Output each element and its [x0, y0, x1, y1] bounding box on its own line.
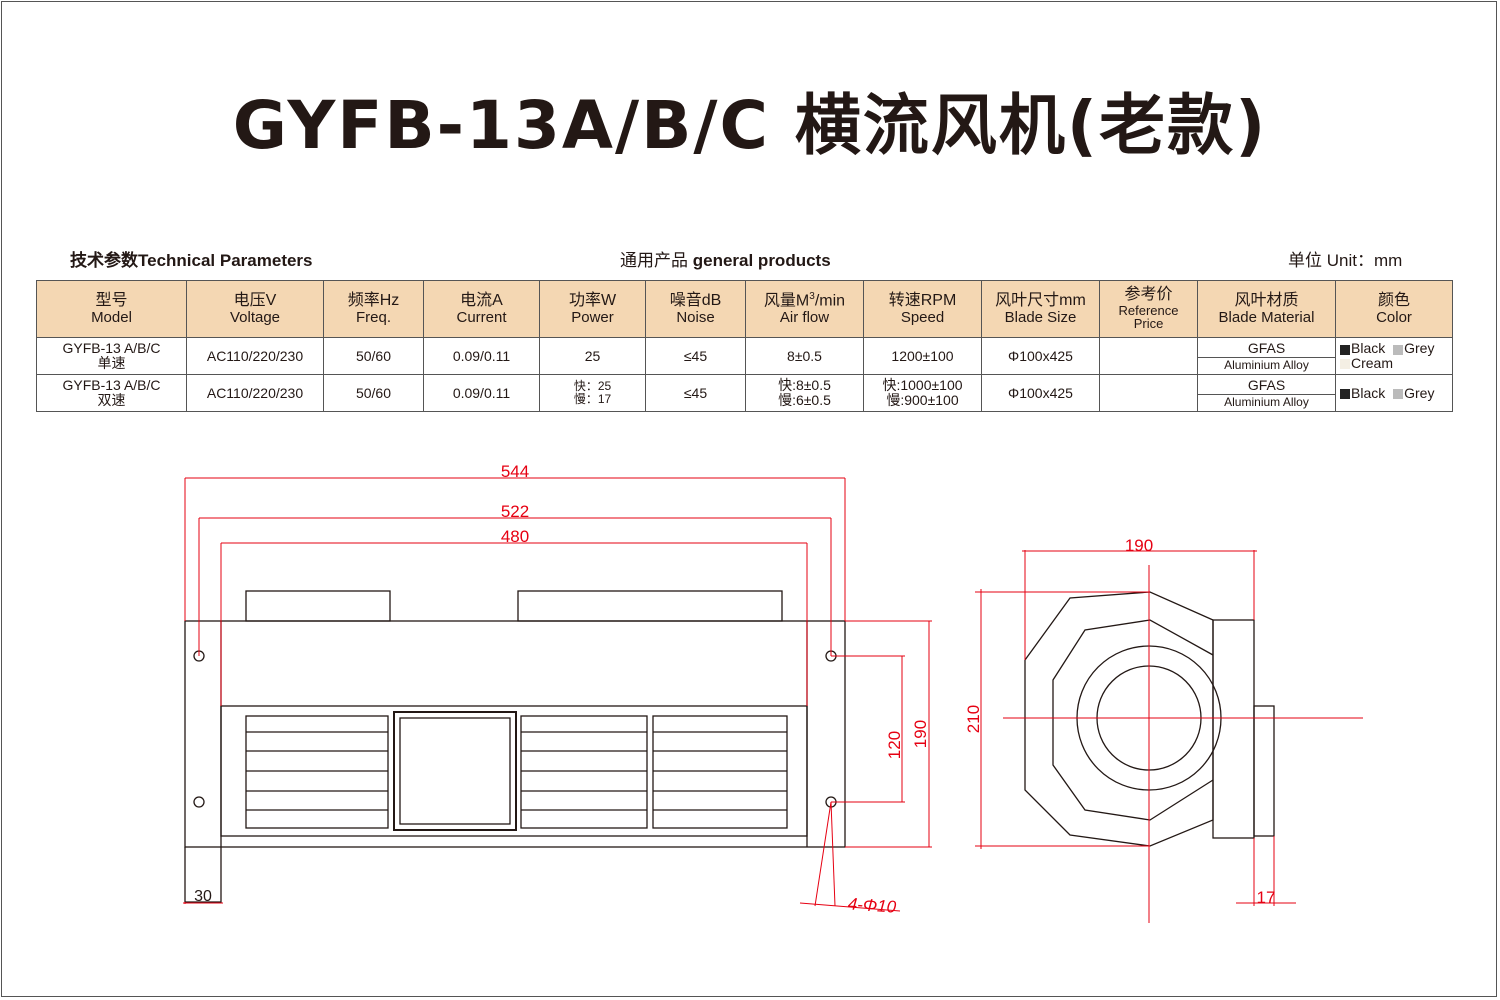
- front-view: [184, 590, 846, 903]
- front-dimension-labels: 544 522 480 120 190 30 4-Φ10: [194, 462, 930, 917]
- cell-color: Black Grey: [1335, 374, 1453, 412]
- dim-flange-height: 190: [911, 720, 930, 748]
- top-box-right: [517, 590, 783, 622]
- grille-left: [245, 715, 389, 829]
- cell-blade-size: Φ100x425: [981, 337, 1100, 375]
- grille-slats: [246, 731, 787, 811]
- black-swatch-icon: [1340, 388, 1350, 399]
- mount-hole-icon: [193, 796, 205, 808]
- dim-foot-width: 30: [194, 888, 212, 905]
- grille-mid: [520, 715, 648, 829]
- unit-en: Unit：mm: [1326, 251, 1403, 270]
- tech-zh: 技术参数: [70, 251, 138, 271]
- scroll-housing-outline: [1024, 591, 1214, 847]
- motor-shaft-housing: [1253, 705, 1275, 837]
- mounting-foot: [184, 847, 222, 903]
- cell-current: 0.09/0.11: [423, 374, 540, 412]
- scroll-housing-inner: [1052, 619, 1214, 821]
- cell-freq: 50/60: [323, 337, 424, 375]
- tech-en: Technical Parameters: [138, 251, 313, 270]
- side-dimensions: [975, 550, 1363, 923]
- front-dimensions: [183, 477, 932, 912]
- center-panel-inner: [399, 717, 511, 825]
- cell-noise: ≤45: [645, 374, 746, 412]
- cream-swatch-icon: [1340, 359, 1350, 370]
- top-box-left: [245, 590, 391, 622]
- dim-shaft-length: 17: [1257, 888, 1276, 907]
- cell-freq: 50/60: [323, 374, 424, 412]
- cell-blade-size: Φ100x425: [981, 374, 1100, 412]
- cell-power: 25: [539, 337, 646, 375]
- unit-zh: 单位: [1288, 251, 1322, 271]
- technical-parameters-heading: 技术参数Technical Parameters: [70, 246, 313, 271]
- grey-swatch-icon: [1393, 344, 1404, 355]
- unit-heading: 单位 Unit：mm: [1288, 246, 1402, 271]
- black-swatch-icon: [1340, 344, 1350, 355]
- dim-body-width: 480: [501, 527, 529, 546]
- side-dimension-labels: 190 210 17: [964, 536, 1275, 907]
- front-body-outline: [184, 620, 846, 848]
- cell-current: 0.09/0.11: [423, 337, 540, 375]
- dim-side-height: 210: [964, 705, 983, 733]
- dim-hole-spacing: 120: [885, 731, 904, 759]
- general-zh: 通用产品: [620, 251, 688, 271]
- dim-overall-width: 544: [501, 462, 529, 481]
- general-en: general products: [692, 251, 831, 270]
- grey-swatch-icon: [1393, 388, 1404, 399]
- side-flange: [1212, 619, 1255, 839]
- cell-noise: ≤45: [645, 337, 746, 375]
- general-products-heading: 通用产品 general products: [620, 246, 831, 271]
- dim-mount-width: 522: [501, 502, 529, 521]
- cell-price: [1099, 374, 1198, 412]
- dim-side-width: 190: [1125, 536, 1153, 555]
- dim-holes: 4-Φ10: [847, 894, 897, 916]
- page-title: GYFB-13A/B/C 横流风机(老款): [232, 87, 1268, 164]
- outlet-frame: [220, 705, 808, 837]
- center-panel: [393, 711, 517, 831]
- grille-right: [652, 715, 788, 829]
